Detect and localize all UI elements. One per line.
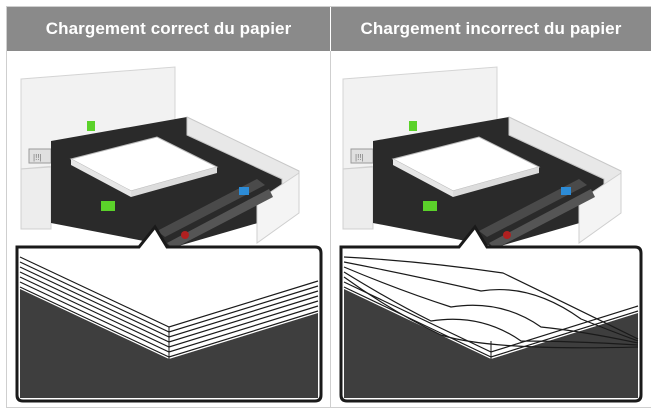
correct-loading-cell: |!!| — [7, 51, 331, 407]
correct-paper-loading-illustration: |!!| — [7, 51, 331, 407]
incorrect-paper-loading-illustration: |!!| — [331, 51, 651, 407]
svg-text:|!!|: |!!| — [33, 153, 42, 162]
paper-loading-comparison-table: Chargement correct du papier Chargement … — [6, 6, 651, 408]
column-header-incorrect: Chargement incorrect du papier — [331, 7, 651, 51]
svg-text:|!!|: |!!| — [355, 153, 364, 162]
incorrect-loading-cell: |!!| — [331, 51, 651, 407]
column-header-correct: Chargement correct du papier — [7, 7, 331, 51]
